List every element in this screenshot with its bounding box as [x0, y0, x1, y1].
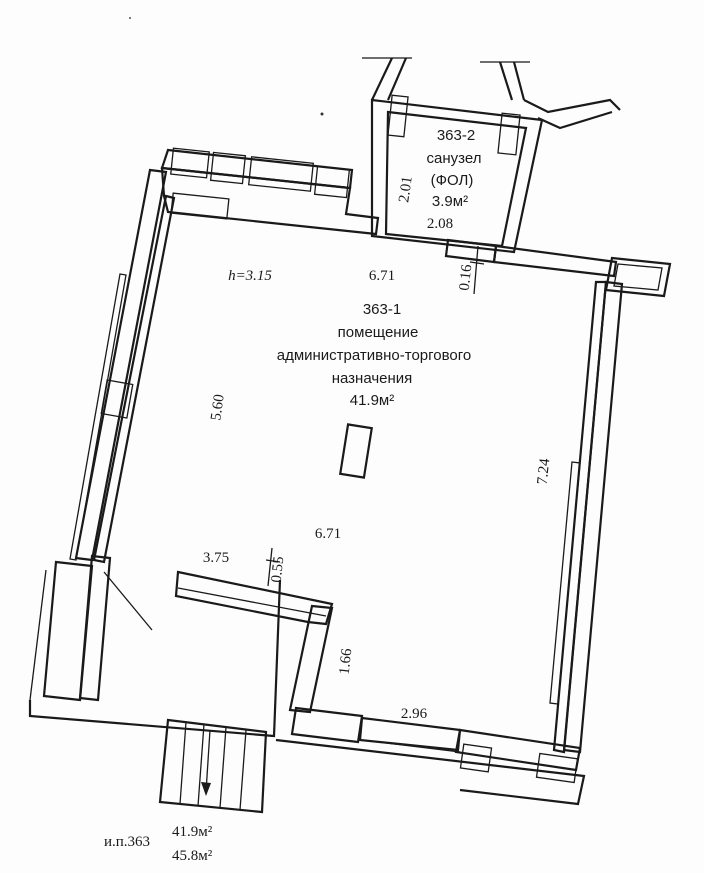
- ceiling-height: h=3.15: [228, 268, 272, 284]
- top-width-dim: 6.71: [369, 268, 395, 284]
- speck: [320, 112, 324, 116]
- vestibule-step-dim: 0.55: [269, 556, 288, 584]
- left-height-dim: 5.60: [208, 393, 227, 421]
- main-room-name-2: административно-торгового: [277, 347, 472, 364]
- main-room-name-3: назначения: [332, 370, 413, 387]
- main-room-area: 41.9м²: [350, 392, 395, 409]
- wc-height-dim: 2.01: [396, 175, 415, 203]
- wc-width-dim: 2.08: [427, 216, 453, 232]
- column: [338, 423, 374, 479]
- entrance-stair: [158, 718, 268, 814]
- entrance-arrow-icon: [201, 782, 211, 796]
- lower-depth-dim: 1.66: [337, 647, 356, 675]
- lower-width-dim: 2.96: [401, 706, 428, 722]
- speck: [129, 17, 131, 19]
- footer-label: и.п.363: [104, 834, 150, 850]
- area-summary: и.п.363 41.9м² 45.8м²: [104, 824, 213, 864]
- corridor-stubs: [362, 57, 621, 130]
- wc-labels: 363-2 санузел (ФОЛ) 3.9м² 2.08 2.01: [396, 127, 481, 232]
- vestibule-width-dim: 3.75: [203, 550, 229, 566]
- main-room-name-1: помещение: [338, 324, 419, 341]
- wc-number: 363-2: [437, 127, 475, 144]
- main-room-number: 363-1: [363, 301, 401, 318]
- dimension-ticks: [265, 245, 485, 587]
- wc-area: 3.9м²: [432, 193, 468, 210]
- main-room-labels: h=3.15 6.71 0.16 363-1 помещение админис…: [203, 263, 554, 722]
- right-height-dim: 7.24: [535, 457, 554, 485]
- main-room-walls: [28, 147, 672, 806]
- footer-area-total: 45.8м²: [172, 848, 213, 864]
- wc-name: санузел: [427, 150, 482, 167]
- bottom-width-dim: 6.71: [315, 526, 341, 542]
- wc-category: (ФОЛ): [431, 172, 474, 189]
- wall-offset-dim: 0.16: [457, 263, 476, 291]
- footer-area-main: 41.9м²: [172, 824, 213, 840]
